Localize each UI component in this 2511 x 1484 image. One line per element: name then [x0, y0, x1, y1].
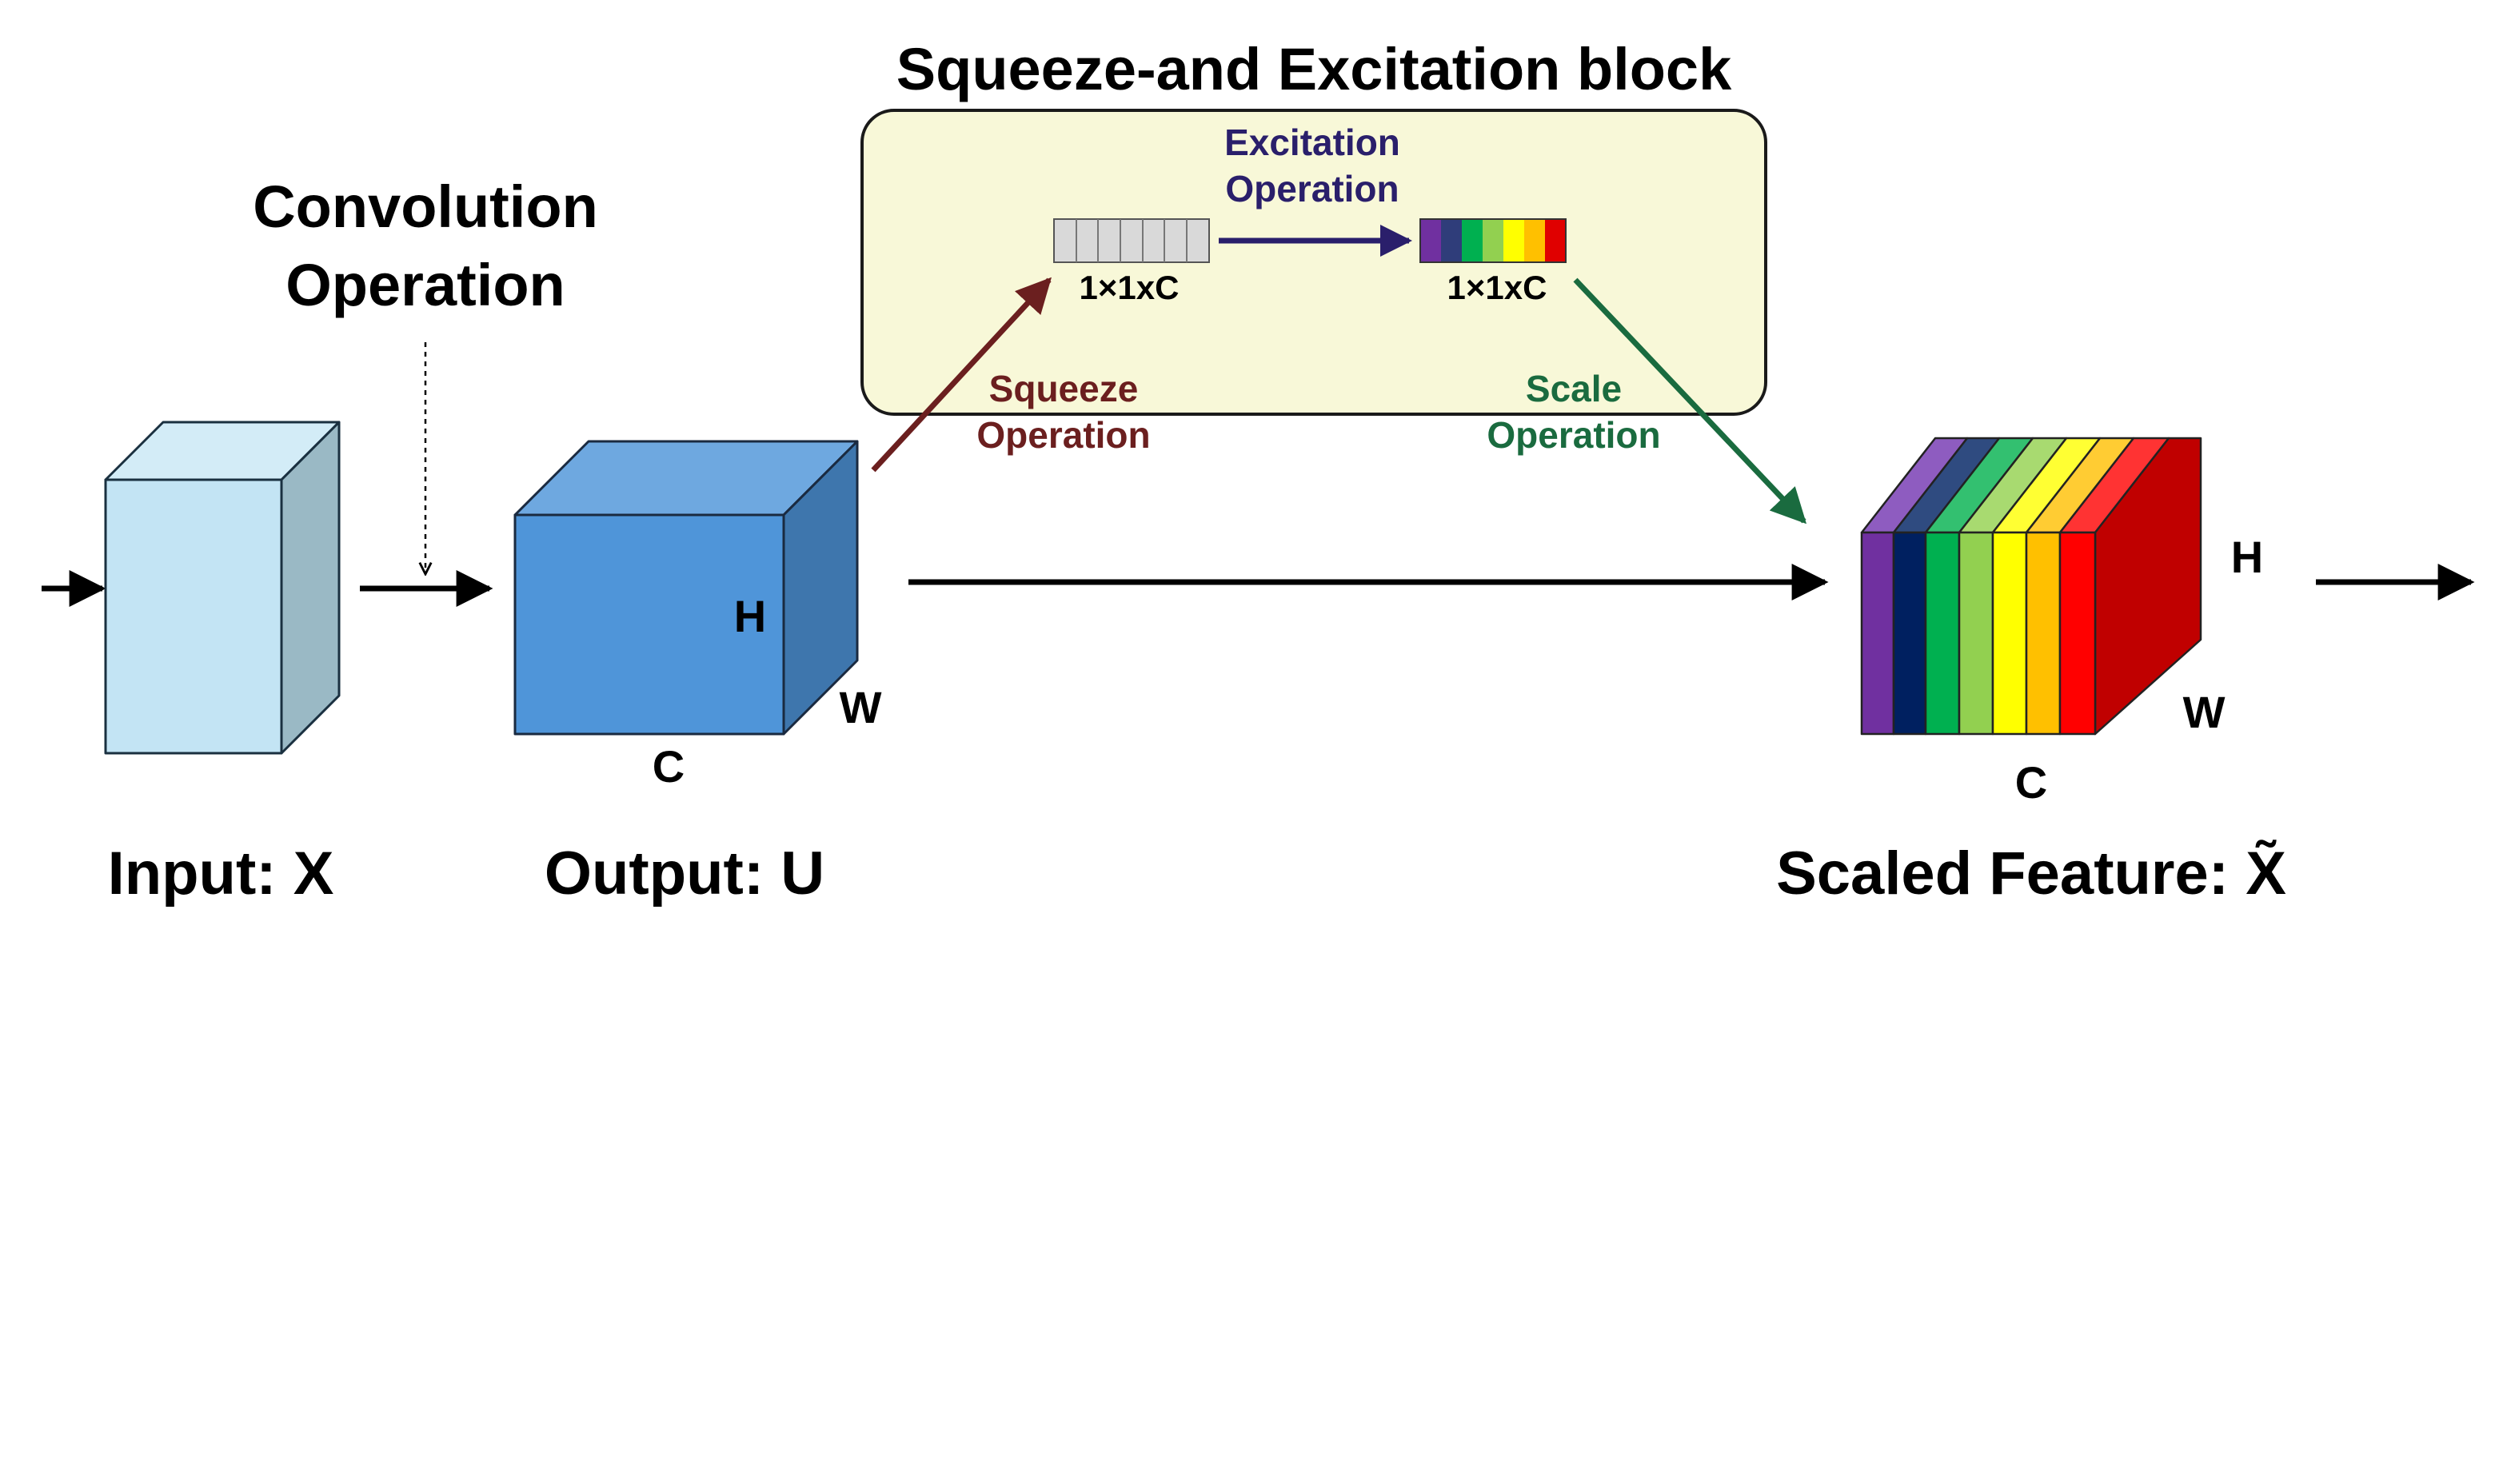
vector-left-dims: 1×1xC — [1080, 269, 1180, 306]
excitation-label-line2: Operation — [1225, 168, 1399, 209]
squeezed-vector — [1053, 218, 1210, 263]
scaled-feature-caption: Scaled Feature: X̃ — [1776, 840, 2286, 908]
scaled-feature-cube — [1860, 437, 2202, 736]
scaled-dim-w: W — [2183, 687, 2226, 737]
output-dim-h: H — [734, 591, 766, 641]
output-dim-w: W — [840, 682, 882, 732]
input-caption: Input: X — [108, 840, 334, 908]
output-dim-c: C — [653, 741, 685, 792]
output-caption: Output: U — [545, 840, 824, 908]
scaled-dim-c: C — [2015, 757, 2047, 808]
vector-right-dims: 1×1xC — [1447, 269, 1547, 306]
conv-label-line2: Operation — [285, 252, 565, 318]
squeeze-arrow — [871, 277, 1052, 473]
conv-label-line1: Convolution — [253, 174, 598, 240]
squeeze-label-line1: Squeeze — [989, 368, 1139, 409]
input-cube — [104, 421, 341, 755]
se-block-title: Squeeze-and Excitation block — [896, 36, 1732, 102]
scale-arrow — [1573, 277, 1807, 525]
squeeze-label-line2: Operation — [976, 414, 1150, 456]
scale-label-line2: Operation — [1487, 414, 1660, 456]
excitation-label-line1: Excitation — [1224, 122, 1400, 163]
scaled-dim-h: H — [2231, 532, 2263, 582]
excited-vector — [1419, 218, 1567, 263]
scale-label-line1: Scale — [1526, 368, 1622, 409]
se-block-box — [860, 109, 1767, 416]
output-cube — [513, 440, 859, 736]
